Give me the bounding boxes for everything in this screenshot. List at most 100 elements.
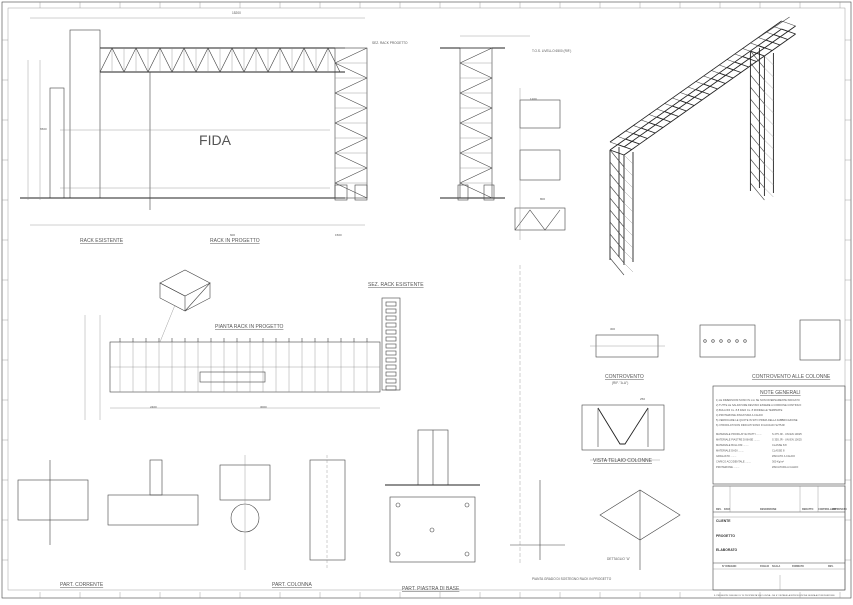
bracing-detail-view — [581, 334, 665, 461]
drawing-line — [195, 47, 209, 73]
drawing-line — [773, 34, 788, 40]
drawing-line — [334, 47, 368, 64]
title-block-field: FOGLIO — [760, 565, 769, 568]
drawing-line — [633, 133, 648, 139]
notes-title: NOTE GENERALI — [760, 390, 801, 396]
drawing-line — [459, 107, 493, 124]
drawing-line — [703, 83, 718, 90]
label-rack-existing: RACK ESISTENTE — [80, 238, 124, 244]
label-detail-baseplate: PART. PIASTRA DI BASE — [402, 586, 460, 592]
material-value: ZINCATURA A CALDO — [772, 465, 798, 469]
drawing-line — [609, 149, 625, 168]
title-block-field: SCALA — [772, 565, 781, 568]
drawing-line — [334, 182, 368, 199]
bolt — [735, 339, 739, 343]
drawing-line — [750, 170, 765, 189]
label-detail-a: DETTAGLIO "A" — [607, 557, 630, 561]
drawing-line — [764, 187, 774, 198]
drawing-line — [750, 50, 765, 57]
label-section-existing: SEZ. RACK ESISTENTE — [368, 282, 424, 288]
drawing-line — [680, 100, 695, 106]
drawing-line — [291, 47, 305, 73]
dimension-label: 1200 — [530, 97, 537, 101]
material-key: PROTEZIONE ........ — [716, 465, 740, 469]
drawing-line — [159, 47, 173, 73]
anchor-bolt — [464, 551, 470, 557]
drawing-line — [656, 116, 671, 123]
drawing-line — [459, 77, 493, 94]
label-bracing: CONTROVENTO — [605, 374, 644, 380]
drawing-line — [334, 152, 368, 169]
drawing-line — [334, 77, 368, 94]
anchor-bolt — [464, 502, 470, 508]
drawing-line — [750, 16, 790, 44]
project-label: PROGETTO — [716, 534, 735, 538]
dimension-label: 300 — [610, 327, 615, 331]
drawing-line — [764, 103, 774, 114]
title-block-header: CONTROLLATO — [818, 508, 836, 511]
drawing-line — [672, 105, 687, 112]
title-block-field: N° DISEGNO — [722, 565, 737, 568]
drawing-line — [750, 74, 765, 93]
column-bracing-view — [699, 319, 841, 361]
bolt-group — [385, 315, 397, 321]
material-value: CLASSE 8.8 — [772, 443, 787, 447]
drawing-line — [303, 47, 317, 73]
drawing-line — [758, 45, 773, 51]
bolt-group — [385, 385, 397, 391]
material-value: ZINCATO A CALDO — [772, 454, 795, 458]
anchor-bolt — [395, 502, 401, 508]
label-bracing-sub: (RIF. "A-A") — [612, 381, 628, 385]
notes-box — [712, 385, 846, 485]
bolt-group — [385, 357, 397, 363]
drawing-line — [334, 62, 368, 79]
drawing-line — [764, 55, 774, 66]
note-line: 1) LE DIMENSIONI SONO IN mm SE NON DIVER… — [716, 398, 800, 402]
isometric-3d-view — [609, 16, 796, 276]
bolt — [727, 339, 731, 343]
dimension-overall: 15200 — [232, 11, 241, 15]
drawing-line — [711, 78, 726, 84]
drawing-line — [459, 137, 493, 154]
bolt-group — [385, 336, 397, 342]
drawing-line — [459, 47, 493, 64]
bolt-group — [385, 322, 397, 328]
material-key: MATERIALE BULLONI ........ — [716, 443, 749, 447]
drawing-line — [764, 139, 774, 150]
drawing-line — [327, 47, 341, 73]
drawing-line — [764, 175, 774, 186]
material-value: CLASSE 8 — [772, 449, 785, 453]
drawing-label: ELABORATO — [716, 548, 738, 552]
drawing-line — [609, 28, 782, 151]
note-line: 5) VERIFICARE LE QUOTE IN SITO PRIMA DEL… — [716, 418, 798, 422]
drawing-line — [183, 47, 197, 73]
bottom-details — [17, 429, 681, 570]
connection-details — [514, 88, 566, 240]
material-value: S 355 JR - UNI EN 10025 — [772, 438, 802, 442]
bolt-group — [385, 378, 397, 384]
drawing-line — [147, 47, 161, 73]
drawing-line — [459, 152, 493, 169]
drawing-line — [334, 167, 368, 184]
label-frame-view: VISTA TELAIO COLONNE — [593, 458, 653, 464]
sheet-inner-border — [7, 7, 846, 591]
drawing-line — [459, 122, 493, 139]
drawing-line — [459, 92, 493, 109]
bolt-group — [385, 329, 397, 335]
title-block-header: DATA — [724, 508, 731, 511]
section-view — [440, 35, 530, 201]
bolt-group — [385, 364, 397, 370]
dimension-label: 1500 — [335, 233, 342, 237]
drawing-line — [623, 25, 796, 148]
label-plan-project: PIANTA RACK IN PROGETTO — [215, 324, 284, 330]
drawing-line — [111, 47, 125, 73]
drawing-line — [750, 122, 765, 141]
drawing-line — [279, 47, 293, 73]
drawing-line — [459, 182, 493, 199]
drawing-line — [135, 47, 149, 73]
drawing-line — [609, 221, 625, 240]
bolt-group — [385, 350, 397, 356]
